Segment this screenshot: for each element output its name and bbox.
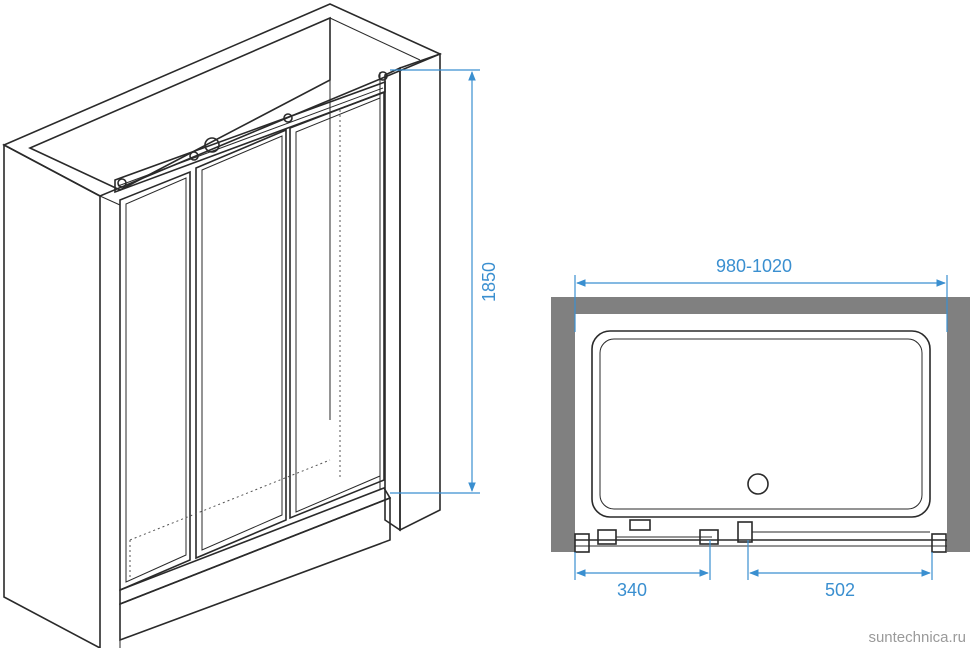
right-panel-dimension: 502 [747,540,933,600]
shower-tray [119,110,392,642]
left-panel-label: 340 [617,580,647,600]
isometric-view: 1850 [2,3,499,648]
width-dimension: 980-1020 [574,256,948,332]
height-dimension: 1850 [390,69,499,494]
width-label: 980-1020 [716,256,792,276]
back-wall [28,16,421,420]
plan-door-track [574,519,947,553]
plan-view: 980-1020 340 502 [551,256,970,600]
right-panel-label: 502 [825,580,855,600]
top-rail [114,71,388,194]
right-wall [379,52,441,532]
plan-walls [551,297,970,552]
watermark: suntechnica.ru [868,629,966,646]
door-panels [119,90,385,592]
plan-tray [591,330,931,518]
drain-icon [747,473,769,495]
height-label: 1850 [479,262,499,302]
left-panel-dimension: 340 [574,540,711,600]
